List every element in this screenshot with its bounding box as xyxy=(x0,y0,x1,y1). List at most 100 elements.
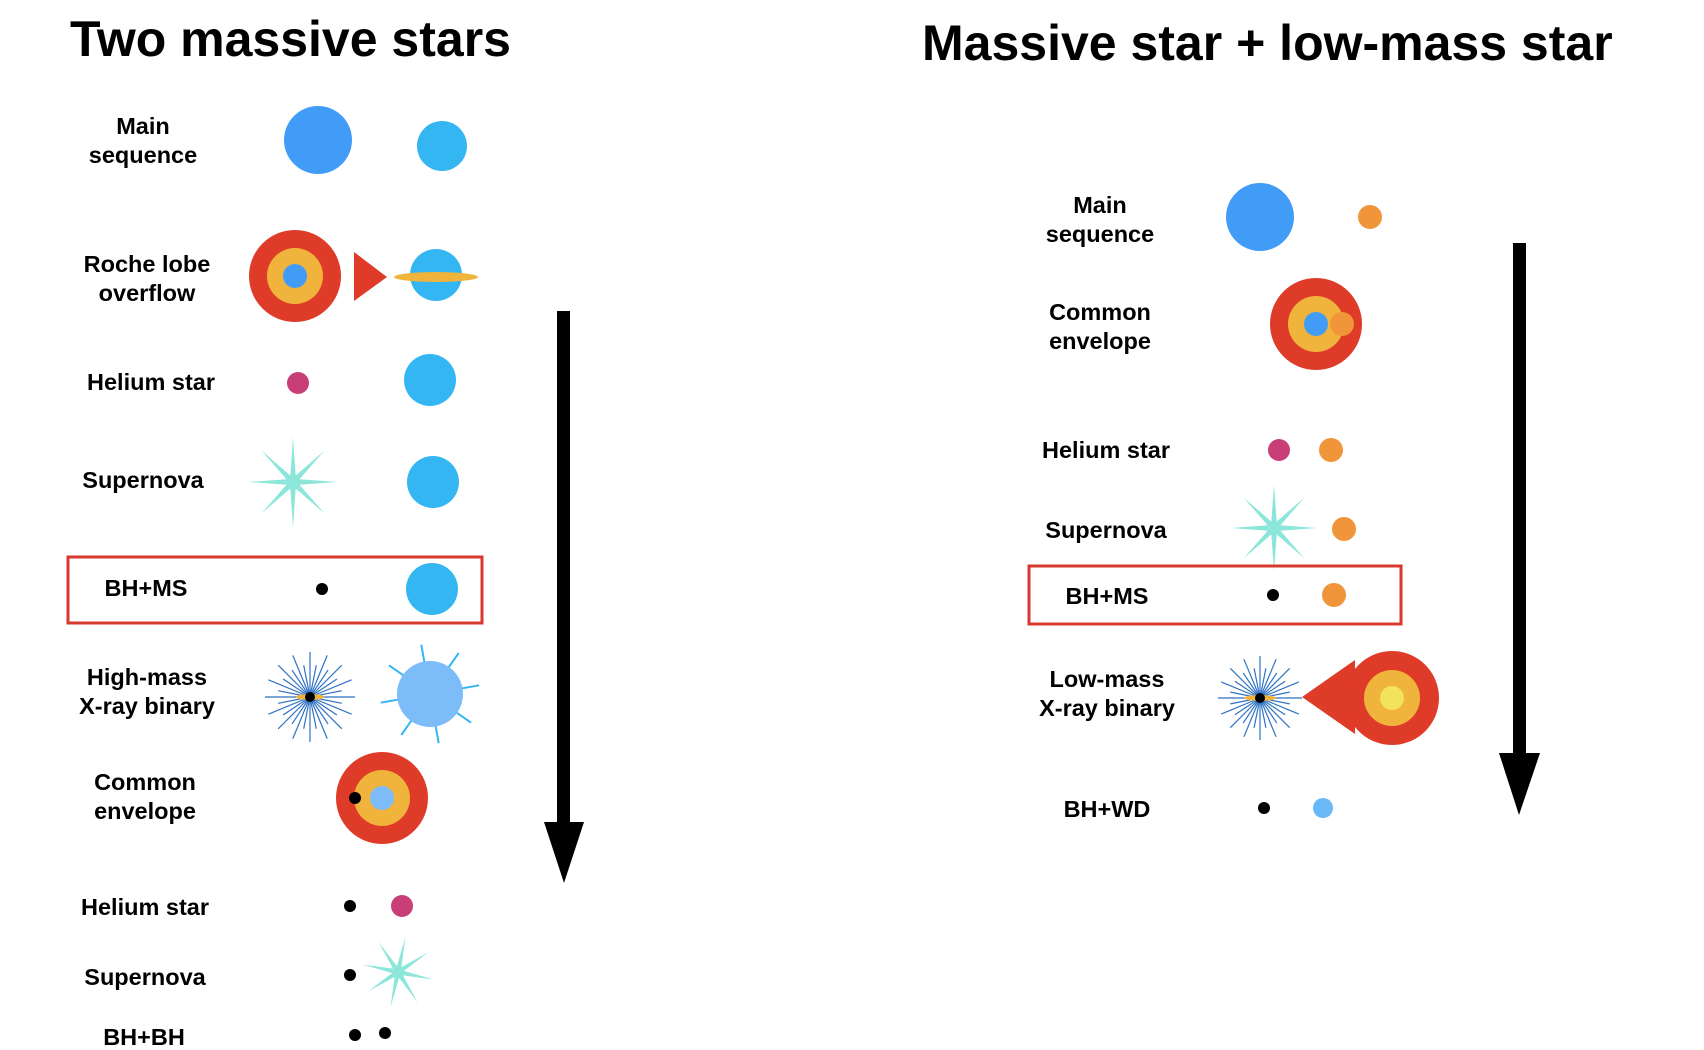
left-label-supernova: Supernova xyxy=(82,467,204,493)
xray-spoke xyxy=(303,665,311,698)
xray-spoke xyxy=(1229,667,1261,699)
companion-star xyxy=(407,456,459,508)
xray-spoke xyxy=(282,678,311,698)
label-line: Main xyxy=(1073,192,1127,218)
xray-spoke xyxy=(1243,697,1261,738)
label-line: Supernova xyxy=(1045,517,1167,543)
burst-shape xyxy=(248,437,338,527)
supernova-burst-icon xyxy=(362,936,434,1008)
right-label-supernova: Supernova xyxy=(1045,517,1167,543)
low-mass-star xyxy=(1322,583,1346,607)
xray-spoke xyxy=(309,664,343,698)
helium-star xyxy=(1268,439,1290,461)
highlight-box xyxy=(1027,564,1403,626)
xray-spoke xyxy=(292,655,311,698)
label-line: X-ray binary xyxy=(1039,695,1175,721)
wind-ray xyxy=(420,644,426,665)
right-label-bh-ms: BH+MS xyxy=(1066,583,1149,609)
xray-spoke xyxy=(309,679,352,698)
massive-star xyxy=(284,106,352,174)
xray-spoke xyxy=(277,696,311,730)
xray-spoke xyxy=(309,665,317,698)
wind-ray xyxy=(459,684,480,690)
label-line: Common xyxy=(94,769,196,795)
label-line: Supernova xyxy=(84,964,206,990)
label-line: BH+MS xyxy=(1066,583,1149,609)
black-hole-icon xyxy=(344,900,356,912)
left-title: Two massive stars xyxy=(70,11,511,67)
label-line: BH+BH xyxy=(103,1024,185,1050)
xray-spoke xyxy=(277,664,311,698)
xray-spoke xyxy=(1243,658,1261,699)
xray-spoke xyxy=(1259,658,1277,699)
xray-spoke xyxy=(309,696,352,715)
xray-spoke xyxy=(291,696,311,725)
wind-ray xyxy=(388,664,406,678)
xray-spoke xyxy=(1242,697,1261,724)
accretion-disk-icon xyxy=(394,272,478,282)
label-line: High-mass xyxy=(87,664,207,690)
black-hole-icon xyxy=(305,692,315,702)
label-line: sequence xyxy=(1046,221,1154,247)
left-label-bh-bh: BH+BH xyxy=(103,1024,185,1050)
xray-spoke xyxy=(1259,697,1277,738)
right-label-helium-star: Helium star xyxy=(1042,437,1170,463)
xray-spoke xyxy=(309,678,338,698)
black-hole-icon xyxy=(379,1027,391,1039)
roche-lobe-donor xyxy=(1302,651,1439,745)
wind-ray xyxy=(454,710,472,724)
label-line: X-ray binary xyxy=(79,693,215,719)
companion-star xyxy=(404,354,456,406)
xray-spoke xyxy=(291,669,311,698)
helium-star xyxy=(287,372,309,394)
xray-spoke xyxy=(1242,672,1261,699)
right-label-bh-wd: BH+WD xyxy=(1064,796,1151,822)
xray-spoke xyxy=(309,696,338,716)
low-mass-star xyxy=(1358,205,1382,229)
wind-ray xyxy=(400,718,414,736)
label-line: Supernova xyxy=(82,467,204,493)
wind-ray xyxy=(434,723,440,744)
low-mass-star xyxy=(1332,517,1356,541)
burst-shape xyxy=(362,936,434,1008)
label-line: envelope xyxy=(1049,328,1151,354)
xray-spoke xyxy=(309,655,328,698)
black-hole-icon xyxy=(344,969,356,981)
label-line: BH+WD xyxy=(1064,796,1151,822)
companion-star xyxy=(417,121,467,171)
black-hole-icon xyxy=(1267,589,1279,601)
xray-spoke xyxy=(303,696,311,729)
time-arrow-icon xyxy=(544,311,584,883)
burst-shape xyxy=(1231,485,1317,571)
left-label-bh-ms: BH+MS xyxy=(105,575,188,601)
xray-spoke xyxy=(1253,697,1261,728)
left-label-helium-star-2: Helium star xyxy=(81,894,209,920)
xray-spoke xyxy=(309,696,329,725)
xray-spoke xyxy=(1259,697,1291,729)
time-arrow-icon xyxy=(1499,243,1540,815)
right-label-common-envelope: Common envelope xyxy=(1049,299,1151,354)
black-hole-icon xyxy=(349,1029,361,1041)
label-line: overflow xyxy=(99,280,196,306)
xray-spoke xyxy=(292,696,311,739)
label-line: Roche lobe xyxy=(84,251,211,277)
label-line: Helium star xyxy=(87,369,215,395)
highlight-box xyxy=(66,555,484,625)
left-label-roche-lobe-overflow: Roche lobe overflow xyxy=(84,251,211,306)
xray-spoke xyxy=(1259,672,1278,699)
right-title: Massive star + low-mass star xyxy=(922,15,1613,71)
common-envelope-icon xyxy=(336,752,428,844)
label-line: sequence xyxy=(89,142,197,168)
low-mass-star xyxy=(1319,438,1343,462)
stellar-wind-icon xyxy=(380,644,480,744)
xray-spoke xyxy=(309,696,328,739)
supernova-burst-icon xyxy=(1231,485,1317,571)
xray-spoke xyxy=(282,696,311,716)
xray-spoke xyxy=(1259,697,1278,724)
xray-spoke xyxy=(309,696,317,729)
label-line: Common xyxy=(1049,299,1151,325)
wind-ray xyxy=(380,698,401,704)
